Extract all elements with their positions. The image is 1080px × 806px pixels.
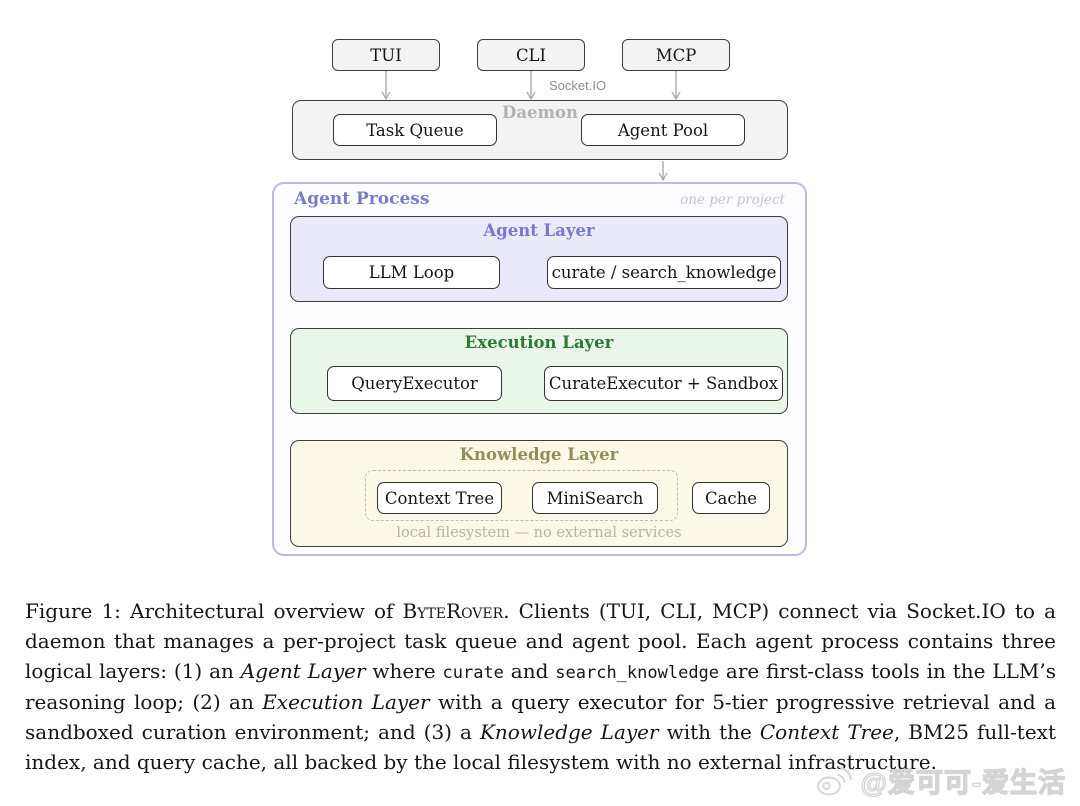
cache-box: Cache — [692, 482, 770, 514]
caption-context-tree: Context Tree — [759, 720, 894, 745]
caption-text: with the — [658, 720, 760, 745]
figure-caption: Figure 1: Architectural overview of Byte… — [25, 597, 1056, 778]
llm-loop-box: LLM Loop — [323, 256, 500, 289]
caption-knowledge-layer: Knowledge Layer — [479, 720, 659, 745]
daemon-title: Daemon — [502, 103, 578, 122]
minisearch-box: MiniSearch — [532, 482, 658, 514]
caption-agent-layer: Agent Layer — [240, 658, 366, 683]
caption-text: . Clients (TUI, CLI, MCP) connect via So… — [25, 599, 1056, 683]
caption-text: with a query executor for 5-tier progres… — [25, 690, 1056, 745]
caption-text: Figure 1: Architectural overview of — [25, 599, 403, 623]
architecture-diagram: TUI CLI MCP Socket.IO Daemon Task Queue … — [272, 39, 807, 556]
caption-text: and — [503, 658, 556, 683]
caption-text: where — [365, 658, 443, 683]
client-box-tui: TUI — [332, 39, 440, 71]
socket-io-label: Socket.IO — [549, 78, 607, 93]
curate-search-knowledge-box: curate / search_knowledge — [547, 256, 781, 289]
filesystem-dashed-group — [365, 470, 678, 521]
watermark-handle: @爱可可-爱生活 — [860, 767, 1066, 798]
client-box-cli: CLI — [477, 39, 585, 71]
context-tree-box: Context Tree — [377, 482, 502, 514]
watermark: @爱可可-爱生活 — [816, 761, 1066, 800]
execution-layer-title: Execution Layer — [464, 333, 614, 352]
client-box-mcp: MCP — [622, 39, 730, 71]
query-executor-box: QueryExecutor — [327, 366, 502, 401]
caption-search-knowledge-code: search_knowledge — [555, 662, 720, 683]
caption-byterover: ByteRover — [402, 599, 504, 623]
one-per-project-note: one per project — [680, 192, 785, 208]
agent-layer-title: Agent Layer — [483, 221, 595, 240]
caption-text: are first-class tools in the LLM’s reaso… — [25, 658, 1057, 715]
caption-curate-code: curate — [442, 662, 504, 683]
knowledge-layer-title: Knowledge Layer — [459, 445, 619, 464]
curate-executor-box: CurateExecutor + Sandbox — [544, 366, 783, 401]
caption-execution-layer: Execution Layer — [262, 690, 430, 715]
filesystem-note: local filesystem — no external services — [396, 525, 682, 541]
task-queue-box: Task Queue — [333, 114, 497, 146]
caption-text: , BM25 full-text index, and query cache,… — [25, 720, 1056, 774]
agent-process-title: Agent Process — [294, 189, 430, 209]
agent-pool-box: Agent Pool — [581, 114, 745, 146]
weibo-icon — [816, 766, 852, 795]
